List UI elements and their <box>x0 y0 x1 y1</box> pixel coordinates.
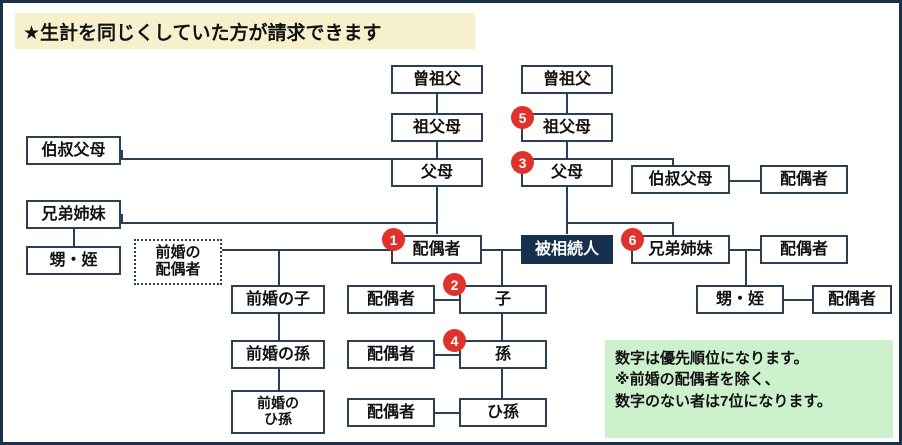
line-siblings-r-to-nephew-r <box>745 249 747 285</box>
node-uncle-aunt-right-spouse: 配偶者 <box>760 165 848 194</box>
badge-priority-spouse: 1 <box>382 228 405 251</box>
node-nephew-niece-right-spouse: 配偶者 <box>812 285 892 314</box>
line-uncleaunt-r-bus <box>566 158 674 160</box>
former-spouse-line2: 配偶者 <box>155 261 201 278</box>
line-grandchild-to-ggc <box>501 368 503 398</box>
line-uncleaunt-r-stub <box>672 158 674 167</box>
line-siblings-l-bus <box>121 222 437 224</box>
node-former-spouse: 前婚の 配偶者 <box>134 239 222 285</box>
line-child-to-grandchild <box>501 313 503 340</box>
line-grandchild-spouse <box>435 354 459 356</box>
node-nephew-niece-right: 甥・姪 <box>696 285 784 314</box>
line-ggf-l-to-gp-l <box>436 93 438 114</box>
banner-text: ★生計を同じくしていた方が請求できます <box>23 22 382 44</box>
header-banner: ★生計を同じくしていた方が請求できます <box>15 13 475 49</box>
former-ggc-line1: 前婚の <box>257 395 299 412</box>
former-ggc-line2: ひ孫 <box>264 411 292 427</box>
node-siblings-right: 兄弟姉妹 <box>631 235 730 264</box>
former-spouse-line1: 前婚の <box>155 244 201 262</box>
badge-priority-child: 2 <box>443 273 466 296</box>
line-formerspouse-to-formerchild <box>278 249 280 285</box>
node-decedent: 被相続人 <box>521 235 613 264</box>
line-uncleaunt-r-spouse <box>730 180 760 182</box>
line-siblings-r-bus <box>566 222 674 224</box>
node-nephew-niece-left: 甥・姪 <box>26 246 121 275</box>
node-former-child: 前婚の子 <box>231 285 325 314</box>
line-uncleaunt-l-stub <box>121 150 123 159</box>
node-child: 子 <box>459 285 547 314</box>
node-parents-right: 父母 <box>521 158 613 187</box>
line-parents-l-down <box>436 186 438 234</box>
node-grandparents-right: 祖父母 <box>521 113 613 142</box>
legend-box: 数字は優先順位になります。 ※前婚の配偶者を除く、 数字のない者は7位になります… <box>605 340 893 438</box>
badge-priority-siblings: 6 <box>621 228 644 251</box>
node-grandchild-spouse: 配偶者 <box>347 340 435 369</box>
legend-line-2: ※前婚の配偶者を除く、 <box>615 371 780 389</box>
line-ggc-spouse <box>435 412 459 414</box>
line-siblings-l-to-nephew <box>73 229 75 246</box>
line-gp-l-to-parents-l <box>436 141 438 159</box>
node-former-great-grandchild: 前婚の ひ孫 <box>231 390 325 434</box>
line-nephew-r-spouse <box>784 299 812 301</box>
line-formerspouse-bus <box>222 249 392 251</box>
line-formergrandchild-to-formerggc <box>278 368 280 390</box>
line-gp-r-to-parents-r <box>566 141 568 159</box>
node-uncle-aunt-left: 伯叔父母 <box>26 136 121 165</box>
line-siblings-l-stub <box>121 214 123 223</box>
node-great-grandfather-right: 曾祖父 <box>521 65 613 94</box>
line-ggf-r-to-gp-r <box>566 93 568 114</box>
line-siblings-r-stub <box>672 222 674 235</box>
line-marriage-to-child <box>501 249 503 285</box>
badge-priority-grandchild: 4 <box>443 329 466 352</box>
legend-line-3: 数字のない者は7位になります。 <box>615 392 832 410</box>
line-formerchild-to-formergrandchild <box>278 313 280 340</box>
node-siblings-right-spouse: 配偶者 <box>760 235 848 264</box>
badge-priority-parents: 3 <box>511 151 534 174</box>
badge-priority-grandparents: 5 <box>511 106 534 129</box>
node-child-spouse: 配偶者 <box>347 285 435 314</box>
node-uncle-aunt-right: 伯叔父母 <box>631 165 730 194</box>
node-great-grandchild: ひ孫 <box>459 398 547 427</box>
node-great-grandchild-spouse: 配偶者 <box>347 398 435 427</box>
line-uncleaunt-l-bus <box>121 158 437 160</box>
node-parents-left: 父母 <box>391 158 483 187</box>
line-parents-r-down <box>566 186 568 234</box>
node-grandchild: 孫 <box>459 340 547 369</box>
node-siblings-left: 兄弟姉妹 <box>26 200 121 229</box>
line-child-spouse <box>435 299 459 301</box>
node-great-grandfather-left: 曾祖父 <box>391 65 483 94</box>
node-former-grandchild: 前婚の孫 <box>231 340 325 369</box>
node-grandparents-left: 祖父母 <box>391 113 483 142</box>
legend-line-1: 数字は優先順位になります。 <box>615 350 809 367</box>
